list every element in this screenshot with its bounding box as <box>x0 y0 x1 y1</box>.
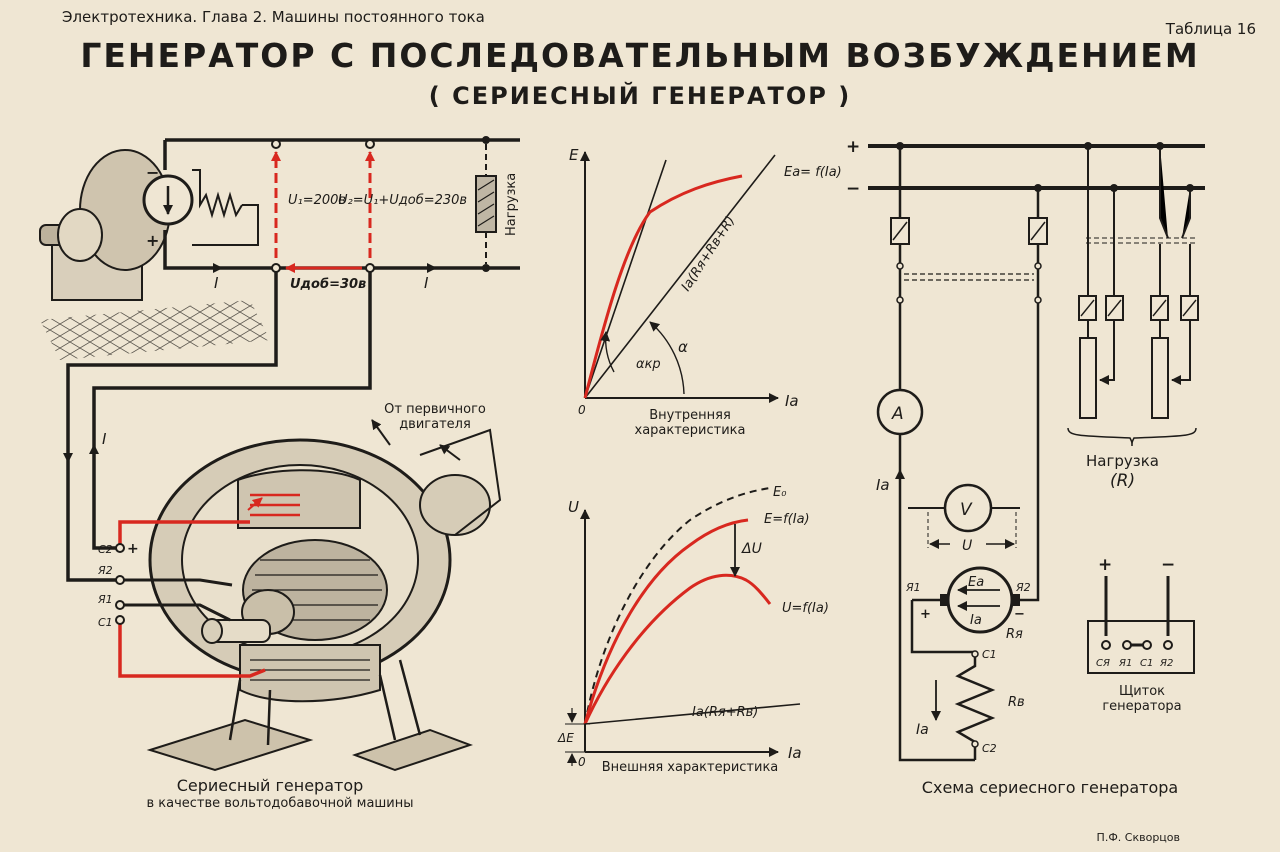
external-caption: Внешняя характеристика <box>601 760 779 775</box>
right-caption: Схема сериесного генератора <box>921 778 1179 797</box>
svg-text:U₂=U₁+Uдоб=230в: U₂=U₁+Uдоб=230в <box>338 193 467 208</box>
page-title: ГЕНЕРАТОР С ПОСЛЕДОВАТЕЛЬНЫМ ВОЗБУЖДЕНИЕ… <box>80 36 1200 75</box>
svg-text:Я1: Я1 <box>1118 658 1132 669</box>
table-number: Таблица 16 <box>1165 20 1256 38</box>
page-subtitle: ( СЕРИЕСНЫЙ ГЕНЕРАТОР ) <box>428 82 852 110</box>
svg-text:Iа: Iа <box>876 476 890 494</box>
svg-text:−: − <box>1014 607 1025 622</box>
drop-line <box>584 703 801 725</box>
svg-text:I: I <box>102 430 107 448</box>
svg-text:Я2: Я2 <box>1159 658 1173 669</box>
svg-text:α: α <box>678 338 688 356</box>
svg-text:+: + <box>1098 555 1112 575</box>
svg-text:СЯ: СЯ <box>1096 658 1110 669</box>
external-characteristic-chart: U Iа 0 E₀ E=f(Iа) U=f(Iа) ΔU ΔE Iа(Rя+Rв… <box>557 485 829 769</box>
svg-text:I: I <box>214 274 219 292</box>
load-1 <box>1079 337 1097 419</box>
svg-text:С1: С1 <box>98 616 113 629</box>
svg-text:0: 0 <box>578 403 586 417</box>
svg-text:(R): (R) <box>1110 471 1135 491</box>
field-winding <box>192 169 243 219</box>
series-generator-schematic: + − A Iа V U <box>846 137 1205 762</box>
svg-text:С2: С2 <box>982 742 997 755</box>
svg-text:−: − <box>127 572 139 588</box>
svg-text:Iа: Iа <box>916 722 929 738</box>
svg-text:U: U <box>568 498 579 516</box>
svg-text:Я1: Я1 <box>97 593 113 606</box>
svg-text:С1: С1 <box>982 648 997 661</box>
svg-text:Eа: Eа <box>968 575 984 590</box>
voltmeter <box>943 483 993 533</box>
svg-text:Eа= f(Iа): Eа= f(Iа) <box>784 165 842 180</box>
svg-text:Uдоб=30в: Uдоб=30в <box>290 277 366 292</box>
svg-text:Я1: Я1 <box>905 581 921 594</box>
critical-line <box>584 159 667 399</box>
board-caption: Щиток генератора <box>1102 684 1182 714</box>
svg-text:V: V <box>960 500 973 520</box>
svg-text:Iа: Iа <box>785 392 799 410</box>
svg-text:Iа: Iа <box>788 744 802 762</box>
svg-text:+: + <box>127 541 139 557</box>
svg-text:ΔU: ΔU <box>741 541 762 557</box>
svg-text:Я2: Я2 <box>1015 581 1031 594</box>
svg-text:Iа: Iа <box>970 613 982 628</box>
left-top-circuit: − + I U₁=200в U₂=U₁+Uдоб=230в Uдоб=30в I… <box>39 136 520 360</box>
svg-text:I: I <box>424 274 429 292</box>
svg-text:Iа(Rя+Rв+R): Iа(Rя+Rв+R) <box>679 214 739 295</box>
svg-text:Rя: Rя <box>1006 627 1023 642</box>
svg-text:С2: С2 <box>98 543 113 556</box>
series-field-winding <box>954 652 996 760</box>
load-2 <box>1151 337 1169 419</box>
e0-curve <box>584 487 771 725</box>
u-curve <box>583 573 772 725</box>
resistance-line <box>584 154 776 399</box>
svg-text:Iа(Rя+Rв): Iа(Rя+Rв) <box>692 705 758 720</box>
svg-text:ΔE: ΔE <box>557 731 574 745</box>
floor-grid <box>40 300 270 360</box>
svg-text:U₁=200в: U₁=200в <box>288 193 346 208</box>
svg-text:С1: С1 <box>1140 658 1153 669</box>
svg-text:−: − <box>846 179 860 199</box>
svg-text:U: U <box>962 538 972 554</box>
svg-text:0: 0 <box>578 755 586 769</box>
author-credit: П.Ф. Скворцов <box>1096 831 1180 844</box>
svg-text:E=f(Iа): E=f(Iа) <box>764 512 810 527</box>
svg-text:+: + <box>846 137 860 157</box>
svg-text:E: E <box>569 146 579 164</box>
svg-text:E₀: E₀ <box>773 485 787 500</box>
e-curve <box>583 518 749 725</box>
left-caption-main: Сериесный генератор <box>176 776 364 795</box>
svg-text:A: A <box>891 404 904 424</box>
emf-curve <box>583 174 743 399</box>
internal-caption: Внутренняя характеристика <box>634 408 746 438</box>
svg-text:Я2: Я2 <box>97 564 113 577</box>
terminal-board <box>1087 620 1195 674</box>
svg-text:Rв: Rв <box>1008 695 1025 710</box>
svg-text:+: + <box>920 607 931 622</box>
left-caption-sub: в качестве вольтодобавочной машины <box>146 796 414 811</box>
svg-text:αкр: αкр <box>636 357 661 372</box>
svg-text:+: + <box>146 231 159 250</box>
series-generator-machine: С2 Я2 Я1 С1 + − <box>97 419 502 772</box>
subject-header: Электротехника. Глава 2. Машины постоянн… <box>62 8 485 26</box>
svg-text:U=f(Iа): U=f(Iа) <box>782 601 829 616</box>
svg-text:−: − <box>1161 555 1175 575</box>
svg-text:−: − <box>146 163 159 182</box>
svg-text:Нагрузка: Нагрузка <box>1086 452 1159 470</box>
internal-characteristic-chart: E Iа 0 α αкр Eа= f(Iа) Iа(Rя+Rв+R) <box>569 146 842 417</box>
primary-motor-label: От первичного двигателя <box>384 402 486 432</box>
left-connecting-wires: I <box>63 272 372 582</box>
svg-text:Нагрузка: Нагрузка <box>504 173 519 236</box>
